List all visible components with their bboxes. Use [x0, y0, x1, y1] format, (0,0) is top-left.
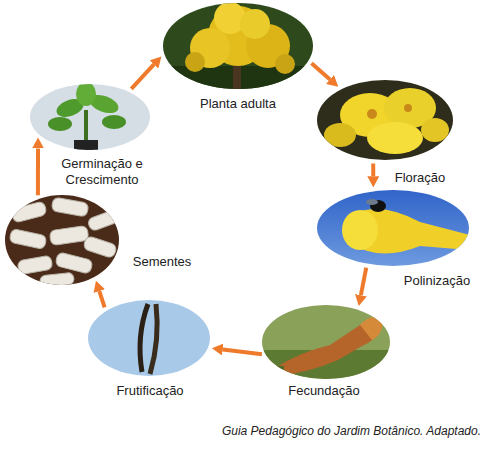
flower-photo [315, 78, 457, 162]
stage-label: Sementes [133, 254, 192, 270]
cycle-arrow [361, 268, 366, 296]
cycle-arrow [36, 149, 40, 196]
seedling-photo [28, 82, 152, 154]
stage-photo-node: Floração [317, 80, 453, 160]
fruit-photo [86, 298, 212, 378]
tree-photo [160, 0, 320, 92]
cycle-arrow [371, 163, 375, 176]
fertilization-photo [260, 303, 392, 381]
stage-photo-node: Germinação e Crescimento [30, 84, 150, 150]
seeds-photo [3, 193, 121, 288]
source-caption: Guia Pedagógico do Jardim Botânico. Adap… [222, 424, 481, 438]
stage-photo-node: Polinização [317, 190, 469, 266]
stage-photo-node: Planta adulta [163, 3, 313, 89]
cycle-arrow [311, 63, 330, 79]
stage-label: Planta adulta [200, 96, 276, 112]
stage-photo-node: Sementes [5, 195, 119, 285]
cycle-arrow [223, 350, 262, 355]
stage-label: Floração [395, 170, 446, 186]
stage-photo-node: Fecundação [262, 305, 390, 379]
cycle-arrow [131, 64, 154, 88]
stage-photo-node: Frutificação [88, 300, 210, 376]
stage-label: Frutificação [116, 383, 183, 399]
pollination-photo [315, 188, 471, 268]
stage-label: Germinação e Crescimento [50, 156, 154, 187]
stage-label: Fecundação [288, 383, 360, 399]
cycle-arrow [99, 291, 104, 307]
stage-label: Polinização [404, 273, 471, 289]
